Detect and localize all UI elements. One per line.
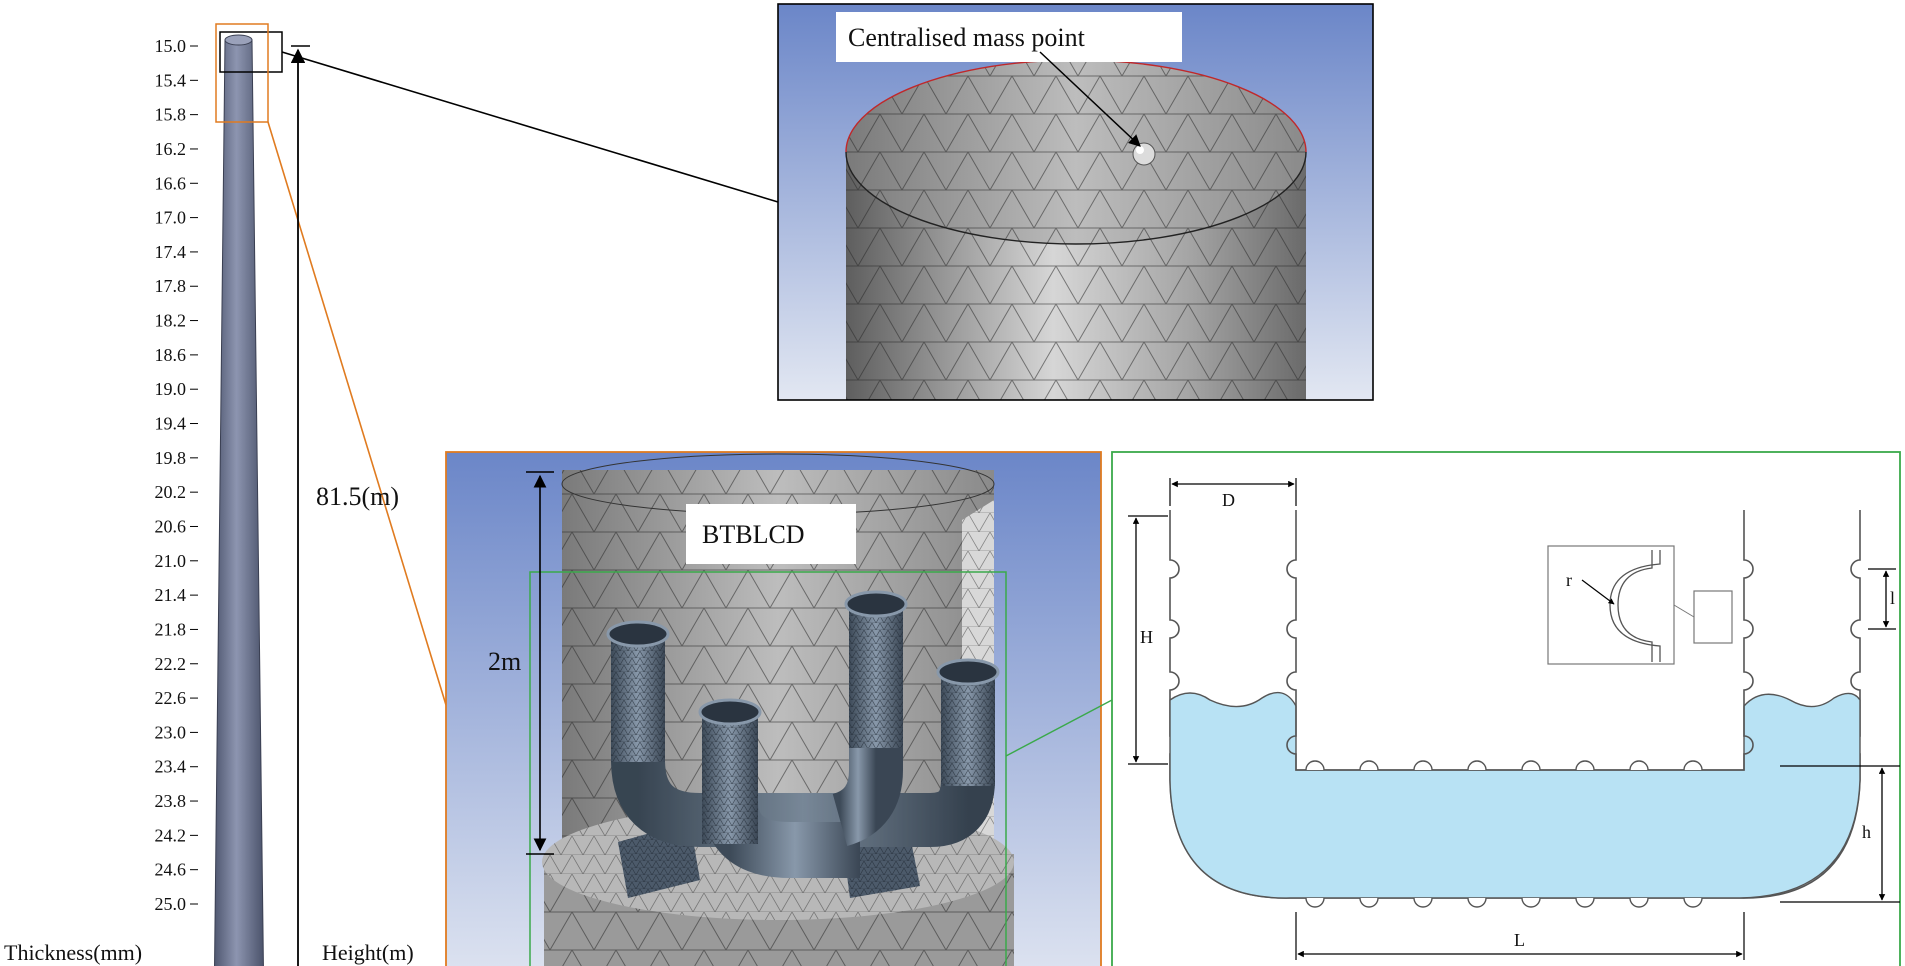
thickness-tick-label: 18.6 (155, 345, 187, 365)
thickness-tick-label: 15.4 (155, 70, 187, 90)
thickness-tick-label: 22.6 (155, 688, 187, 708)
thickness-tick-label: 24.2 (155, 825, 187, 845)
thickness-tick-label: 17.8 (155, 276, 187, 296)
schematic-connector (1005, 699, 1113, 757)
model-name-box (686, 504, 856, 564)
thickness-axis-label: Thickness(mm) (4, 940, 142, 965)
label-r: r (1566, 570, 1572, 590)
thickness-tick-label: 20.6 (155, 516, 187, 536)
label-D: D (1222, 490, 1235, 510)
thickness-tick-label: 23.8 (155, 791, 187, 811)
damper-model-panel: BTBLCD 2m (445, 451, 1113, 966)
u-tube-liquid (1169, 691, 1861, 899)
thickness-tick-label: 16.2 (155, 139, 187, 159)
u-tube-damper-mesh (606, 590, 1000, 878)
u-tube-inner-wall (1286, 510, 1754, 771)
dim-r (1581, 579, 1615, 605)
height-value: 81.5(m) (316, 482, 399, 511)
thickness-tick-label: 23.0 (155, 722, 187, 742)
height-axis-label: Height(m) (322, 940, 414, 965)
thickness-tick-label: 19.8 (155, 448, 187, 468)
thickness-tick-label: 24.6 (155, 860, 187, 880)
thickness-tick-label: 19.4 (155, 414, 187, 434)
damper-height-value: 2m (488, 647, 521, 676)
tower-top-cap (224, 34, 253, 46)
centralised-mass-point-marker (1132, 142, 1156, 166)
tower-panel: 15.0 15.4 15.8 16.2 16.6 17.0 17.4 17.8 18.2 18.6… (4, 23, 779, 966)
model-name: BTBLCD (702, 520, 805, 549)
thickness-tick-label: 15.0 (155, 36, 187, 56)
tower-shaft (214, 39, 264, 966)
thickness-tick-label: 17.4 (155, 242, 187, 262)
thickness-tick-label: 23.4 (155, 757, 187, 777)
thickness-tick-label: 15.8 (155, 105, 187, 125)
callout-arrow (1039, 51, 1141, 147)
thickness-tick-label: 20.2 (155, 482, 187, 502)
top-detail-connector (281, 51, 779, 203)
thickness-tick-label: 21.8 (155, 619, 187, 639)
label-H: H (1140, 627, 1153, 647)
thickness-tick-label: 17.0 (155, 208, 187, 228)
thickness-tick-label: 21.0 (155, 551, 187, 571)
schematic-panel: D H l h L r (1111, 451, 1901, 966)
thickness-tick-label: 16.6 (155, 173, 187, 193)
thickness-tick-label: 25.0 (155, 894, 187, 914)
callout-text: Centralised mass point (848, 23, 1086, 52)
model-green-frame (529, 571, 1007, 966)
thickness-tick-label: 21.4 (155, 585, 187, 605)
thickness-tick-label: 19.0 (155, 379, 187, 399)
thickness-tick-label: 18.2 (155, 311, 187, 331)
label-L: L (1514, 930, 1525, 950)
thickness-tick-labels: 15.0 15.4 15.8 16.2 16.6 17.0 17.4 17.8 18.2 18.6… (155, 36, 198, 914)
top-detail-panel: Centralised mass point (777, 3, 1374, 401)
callout-box (836, 12, 1182, 62)
tower-orange-box (215, 23, 269, 123)
label-l: l (1890, 588, 1895, 608)
bottom-corrugations (1305, 760, 1703, 908)
corrugation-detail-box (1547, 545, 1675, 665)
model-connector (267, 121, 447, 706)
thickness-tick-label: 22.2 (155, 654, 187, 674)
label-h: h (1862, 822, 1871, 842)
